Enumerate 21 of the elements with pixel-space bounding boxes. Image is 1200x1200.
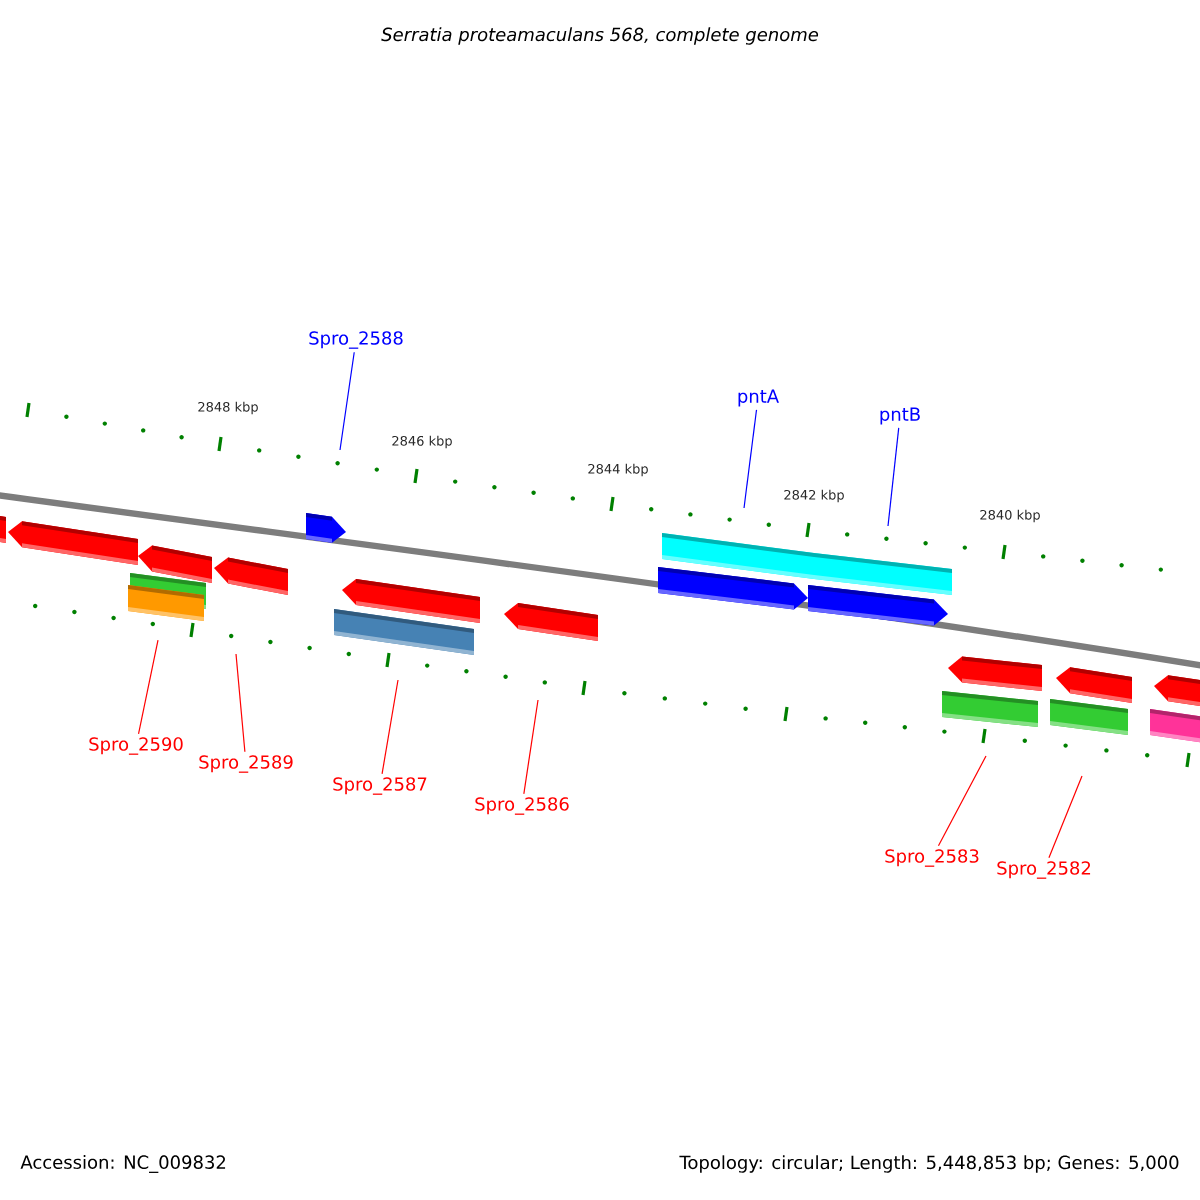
leader-line	[1048, 775, 1083, 859]
gene-label: Spro_2587	[333, 777, 427, 795]
footer-text: Accession: NC_009832	[20, 1155, 226, 1173]
leader-line	[137, 639, 159, 735]
title: Serratia proteamaculans 568, complete genome	[381, 27, 819, 45]
gene-label: Spro_2590	[89, 737, 183, 755]
leader-line	[235, 653, 246, 753]
leader-line	[743, 409, 758, 509]
gene-label: Spro_2588	[309, 331, 403, 349]
leader-line	[381, 679, 399, 775]
footer-text: Topology: circular; Length: 5,448,853 bp; Genes: 5,000	[679, 1155, 1179, 1173]
gene-label: Spro_2589	[199, 755, 293, 773]
leader-line	[937, 755, 987, 847]
gene-label: Spro_2586	[475, 797, 569, 815]
leader-line	[523, 699, 539, 795]
leader-line	[887, 427, 900, 527]
gene-label: Spro_2582	[997, 861, 1091, 879]
gene-label: pntB	[880, 407, 920, 425]
gene-label: pntA	[738, 389, 779, 407]
gene-label: Spro_2583	[885, 849, 979, 867]
leader-line	[339, 351, 355, 451]
